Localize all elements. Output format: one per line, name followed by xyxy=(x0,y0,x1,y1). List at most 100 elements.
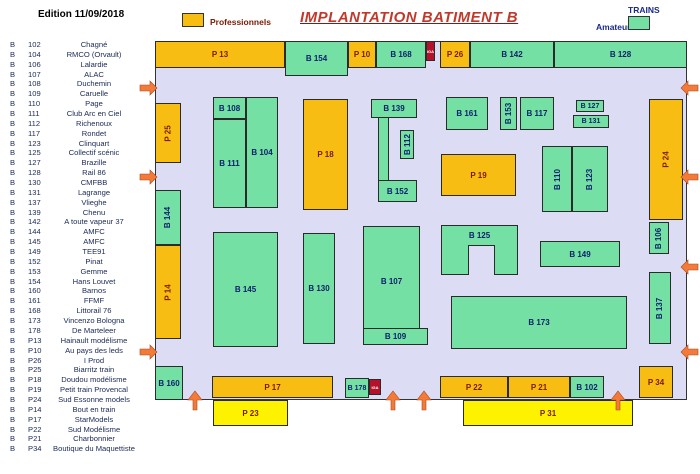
booth-b153[interactable]: B 153 xyxy=(500,97,517,130)
booth-iga-top[interactable]: IGA xyxy=(426,41,435,61)
booth-b131[interactable]: B 131 xyxy=(573,115,609,128)
booth-iga-bottom[interactable]: IGA xyxy=(369,379,381,395)
booth-p10[interactable]: P 10 xyxy=(348,41,376,68)
booth-b154[interactable]: B 154 xyxy=(285,41,348,76)
booth-p18[interactable]: P 18 xyxy=(303,99,348,210)
booth-b144[interactable]: B 144 xyxy=(155,190,181,245)
entrance-arrow-left-1 xyxy=(139,80,158,96)
exhibitor-booth-id: 173 xyxy=(28,316,41,326)
booth-b142[interactable]: B 142 xyxy=(470,41,554,68)
exhibitor-building: B xyxy=(10,89,16,99)
exhibitor-booth-id: P19 xyxy=(28,385,42,395)
exhibitor-name: Biarritz train xyxy=(73,365,115,375)
booth-p24[interactable]: P 24 xyxy=(649,99,683,220)
booth-b117[interactable]: B 117 xyxy=(520,97,554,130)
booth-b112[interactable]: B 112 xyxy=(400,130,414,159)
booth-p23[interactable]: P 23 xyxy=(213,400,288,426)
exhibitor-booth-id: P34 xyxy=(28,444,42,454)
booth-p17[interactable]: P 17 xyxy=(212,376,333,398)
booth-b107[interactable]: B 107 xyxy=(363,226,420,337)
exhibitor-name: Vlieghe xyxy=(81,197,107,207)
booth-b160[interactable]: B 160 xyxy=(155,366,183,400)
booth-p31[interactable]: P 31 xyxy=(463,400,633,426)
exhibitor-building: B xyxy=(10,256,16,266)
booth-b145[interactable]: B 145 xyxy=(213,232,278,347)
exhibitor-booth-id: 111 xyxy=(28,109,40,119)
exhibitor-building: B xyxy=(10,217,16,227)
exhibitor-booth-id: 137 xyxy=(28,197,41,207)
exhibitor-building: B xyxy=(10,394,16,404)
booth-b130[interactable]: B 130 xyxy=(303,233,335,344)
booth-b152[interactable]: B 152 xyxy=(378,180,417,202)
exhibitor-name: Collectif scénic xyxy=(68,148,120,158)
booth-b106[interactable]: B 106 xyxy=(649,222,669,254)
booth-b123[interactable]: B 123 xyxy=(572,146,608,212)
booth-b104[interactable]: B 104 xyxy=(246,97,278,208)
booth-b168[interactable]: B 168 xyxy=(376,41,426,68)
booth-p25[interactable]: P 25 xyxy=(155,103,181,163)
booth-b110[interactable]: B 110 xyxy=(542,146,572,212)
legend-pro-label: Professionnels xyxy=(210,17,271,27)
exhibitor-booth-id: P17 xyxy=(28,414,42,424)
booth-b127[interactable]: B 127 xyxy=(576,100,604,112)
exhibitor-name: Doudou modélisme xyxy=(61,375,127,385)
exhibitor-name: Charbonnier xyxy=(73,434,115,444)
booth-p26[interactable]: P 26 xyxy=(440,41,470,68)
booth-b111[interactable]: B 111 xyxy=(213,119,246,208)
exhibitor-building: B xyxy=(10,49,16,59)
booth-b161[interactable]: B 161 xyxy=(446,97,488,130)
booth-p19[interactable]: P 19 xyxy=(441,154,516,196)
booth-b137[interactable]: B 137 xyxy=(649,272,671,344)
booth-p13[interactable]: P 13 xyxy=(155,41,285,68)
exhibitor-name: Pinat xyxy=(85,256,103,266)
booth-b149[interactable]: B 149 xyxy=(540,241,620,267)
exhibitor-building: B xyxy=(10,118,16,128)
exhibitor-building: B xyxy=(10,148,16,158)
booth-b125[interactable]: B 125 xyxy=(441,225,518,246)
exhibitor-building: B xyxy=(10,59,16,69)
exhibitor-name: Bout en train xyxy=(72,404,116,414)
booth-b108[interactable]: B 108 xyxy=(213,97,246,119)
booth-b102[interactable]: B 102 xyxy=(570,376,604,398)
booth-p34[interactable]: P 34 xyxy=(639,366,673,398)
exhibitor-name: Lagrange xyxy=(77,187,111,197)
exhibitor-booth-id: 178 xyxy=(28,325,41,335)
booth-p14[interactable]: P 14 xyxy=(155,245,181,339)
exhibitor-booth-id: 153 xyxy=(28,266,41,276)
exhibitor-booth-id: 112 xyxy=(28,118,41,128)
exhibitor-name: Page xyxy=(85,99,103,109)
booth-p22[interactable]: P 22 xyxy=(440,376,508,398)
booth-b109[interactable]: B 109 xyxy=(363,328,428,345)
booth-b178[interactable]: B 178 xyxy=(345,378,369,398)
booth-p21[interactable]: P 21 xyxy=(508,376,570,398)
entrance-arrow-left-3 xyxy=(139,344,158,360)
exhibitor-name: Petit train Provencal xyxy=(60,385,128,395)
entrance-arrow-bottom-1 xyxy=(187,390,203,411)
exhibitor-building: B xyxy=(10,345,16,355)
exhibitor-building: B xyxy=(10,325,16,335)
booth-b173[interactable]: B 173 xyxy=(451,296,627,349)
exhibitor-building: B xyxy=(10,385,16,395)
exhibitor-building: B xyxy=(10,355,16,365)
booth-b139[interactable]: B 139 xyxy=(371,99,417,118)
exhibitor-booth-id: P18 xyxy=(28,375,42,385)
exhibitor-building: B xyxy=(10,69,16,79)
exhibitor-name: CMFBB xyxy=(80,178,108,188)
booth-b128[interactable]: B 128 xyxy=(554,41,687,68)
legend-trains-label: TRAINS xyxy=(628,5,660,15)
exhibitor-booth-id: 110 xyxy=(28,99,41,109)
